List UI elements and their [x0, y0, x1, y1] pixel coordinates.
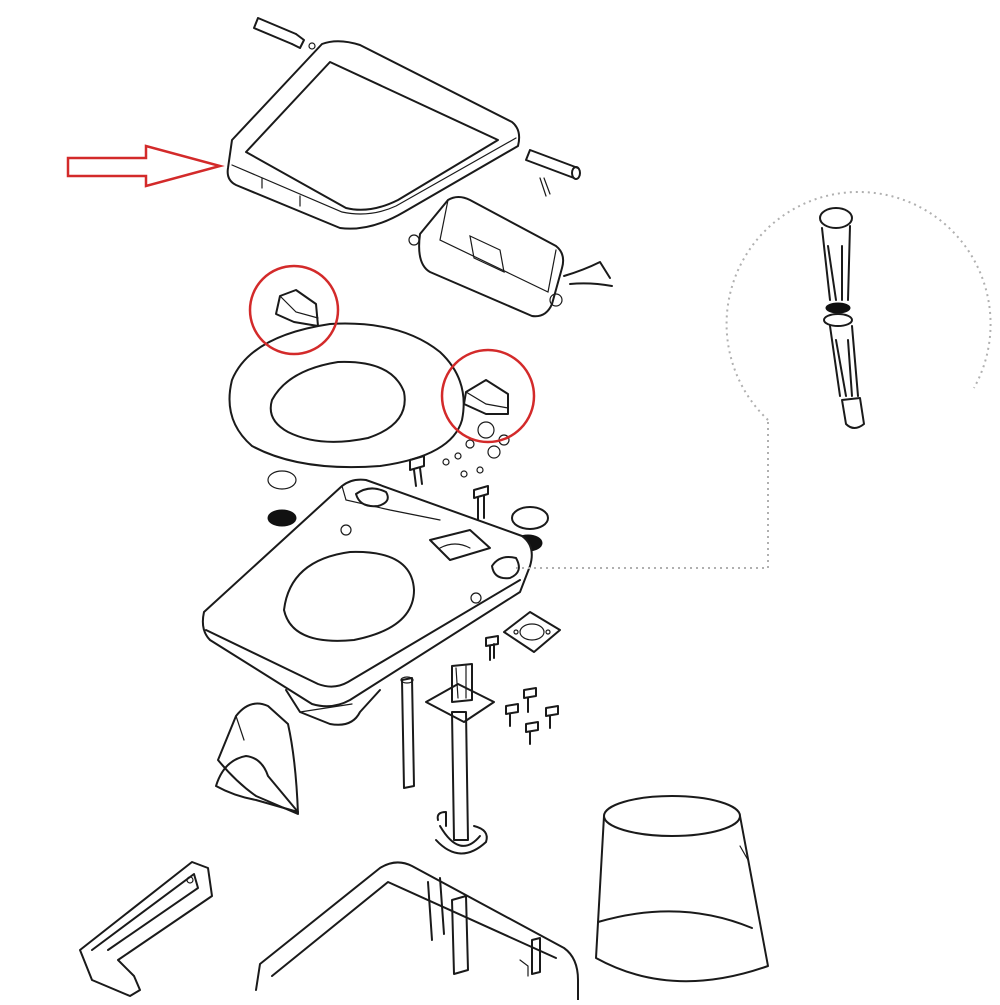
- bellows: [215, 702, 299, 815]
- waste-tank: [255, 861, 579, 1001]
- highlight-circle-left: [248, 264, 340, 356]
- screws: [485, 635, 559, 745]
- pump-rod: [400, 676, 415, 789]
- indicator-housing: [408, 196, 613, 318]
- detail-callout-level-indicator: [725, 190, 992, 429]
- detail-leader: [516, 420, 769, 569]
- hinge-pin-right: [525, 149, 581, 197]
- seat-ring: [228, 322, 465, 469]
- highlight-circle-right: [440, 348, 536, 444]
- hinge-cover-right: [463, 379, 509, 415]
- valve-gasket: [503, 611, 561, 653]
- seat-fasteners: [409, 421, 510, 521]
- fresh-water-tank: [595, 795, 769, 983]
- lid: [226, 40, 521, 230]
- flush-piston: [425, 663, 495, 855]
- carry-handle: [79, 861, 213, 997]
- bowl-top: [201, 478, 533, 726]
- hinge-cover-left: [275, 289, 319, 327]
- hinge-pin-left: [253, 17, 316, 50]
- highlight-arrow: [66, 144, 225, 188]
